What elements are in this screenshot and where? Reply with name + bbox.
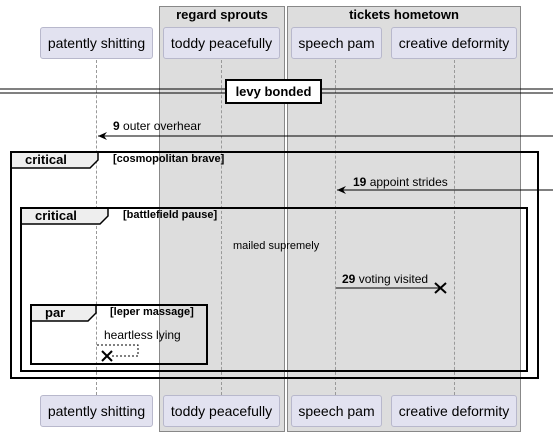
message-19: 19 appoint strides bbox=[353, 175, 448, 189]
frame-critical-outer bbox=[10, 151, 539, 379]
frame-label-critical-outer: critical bbox=[25, 152, 67, 167]
message-29-number: 29 bbox=[342, 272, 356, 286]
participant-toddy-peacefully-top[interactable]: toddy peacefully bbox=[163, 27, 280, 59]
message-29-label: voting visited bbox=[358, 272, 429, 286]
message-19-number: 19 bbox=[353, 175, 367, 189]
frame-condition-battlefield-pause: [battlefield pause] bbox=[123, 209, 218, 221]
participant-patently-shitting-top[interactable]: patently shitting bbox=[40, 27, 153, 59]
participant-creative-deformity-top[interactable]: creative deformity bbox=[391, 27, 517, 59]
frame-label-critical-inner: critical bbox=[35, 208, 77, 223]
self-message-heartless-lying bbox=[97, 344, 139, 357]
message-29: 29 voting visited bbox=[342, 272, 428, 286]
participant-speech-pam-top[interactable]: speech pam bbox=[291, 27, 382, 59]
participant-creative-deformity-bottom[interactable]: creative deformity bbox=[391, 395, 517, 427]
note-mailed-supremely: mailed supremely bbox=[233, 240, 320, 252]
lifeline-toddy-peacefully bbox=[221, 60, 222, 395]
message-9-number: 9 bbox=[113, 119, 120, 133]
message-9: 9 outer overhear bbox=[113, 119, 201, 133]
message-9-label: outer overhear bbox=[123, 119, 202, 133]
participant-speech-pam-bottom[interactable]: speech pam bbox=[291, 395, 382, 427]
frame-par bbox=[30, 304, 208, 365]
group-title-regard-sprouts: regard sprouts bbox=[176, 7, 268, 22]
group-title-tickets-hometown: tickets hometown bbox=[349, 7, 459, 22]
frame-condition-cosmopolitan-brave: [cosmopolitan brave] bbox=[113, 153, 225, 165]
message-heartless-lying-label: heartless lying bbox=[104, 328, 181, 342]
lifeline-speech-pam bbox=[335, 60, 336, 395]
message-heartless-lying: heartless lying bbox=[104, 328, 181, 342]
frame-condition-leper-massage: [leper massage] bbox=[110, 306, 194, 318]
group-box-regard-sprouts bbox=[159, 6, 285, 432]
participant-toddy-peacefully-bottom[interactable]: toddy peacefully bbox=[163, 395, 280, 427]
participant-patently-shitting-bottom[interactable]: patently shitting bbox=[40, 395, 153, 427]
frame-label-par: par bbox=[45, 305, 66, 320]
destroy-icon-creative-deformity bbox=[434, 282, 447, 294]
destroy-icon-patently-shitting bbox=[101, 350, 113, 362]
group-box-tickets-hometown bbox=[287, 6, 521, 432]
lifeline-creative-deformity bbox=[454, 60, 455, 395]
divider-levy-bonded: levy bonded bbox=[225, 79, 322, 104]
frame-critical-inner bbox=[20, 207, 528, 372]
lifeline-patently-shitting bbox=[96, 60, 97, 395]
message-19-label: appoint strides bbox=[369, 175, 448, 189]
